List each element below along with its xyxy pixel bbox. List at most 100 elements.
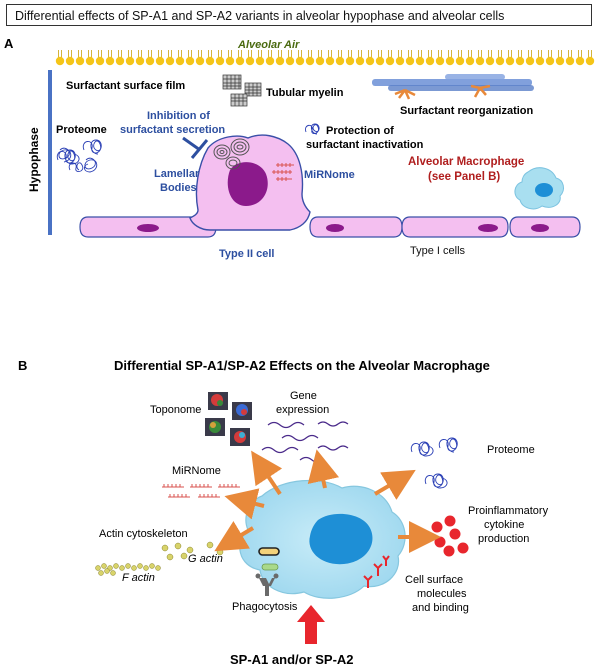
surfactant-lipid-head — [85, 56, 95, 66]
surface-line3: and binding — [412, 602, 469, 614]
surfactant-lipid-head — [405, 56, 415, 66]
mirnome-a-icon — [272, 163, 294, 181]
inhibition-line1: Inhibition of — [147, 110, 210, 122]
surfactant-lipid-head — [125, 56, 135, 66]
surfactant-lipid-head — [575, 56, 585, 66]
surfactant-lipid-head — [215, 56, 225, 66]
surfactant-lipid-head — [565, 56, 575, 66]
mirnome-b-label: MiRNome — [172, 465, 221, 477]
lamellar-bodies-icon — [213, 138, 250, 170]
surfactant-lipid-head — [515, 56, 525, 66]
sp-a-bottom-label: SP-A1 and/or SP-A2 — [230, 652, 354, 667]
surfactant-lipid-head — [245, 56, 255, 66]
alveolar-macrophage-a-icon — [514, 167, 564, 210]
surfactant-lipid-head — [225, 56, 235, 66]
surfactant-lipid-head — [425, 56, 435, 66]
f-actin-label: F actin — [122, 572, 155, 584]
surfactant-lipid-head — [55, 56, 65, 66]
surface-line2: molecules — [417, 588, 467, 600]
surfactant-lipid-head — [255, 56, 265, 66]
surfactant-lipid-head — [135, 56, 145, 66]
surfactant-lipid-head — [495, 56, 505, 66]
surface-line1: Cell surface — [405, 574, 463, 586]
surfactant-lipid-head — [525, 56, 535, 66]
type1-cells-label: Type I cells — [410, 245, 466, 257]
surfactant-lipid-head — [265, 56, 275, 66]
actin-label: Actin cytoskeleton — [99, 528, 188, 540]
tubular-myelin-icon — [222, 74, 262, 107]
surfactant-lipid-head — [295, 56, 305, 66]
alveolar-macrophage-line2: (see Panel B) — [428, 171, 500, 183]
vesicle-icon — [261, 563, 279, 571]
proinflam-line2: cytokine — [484, 519, 524, 531]
hypophase-label: Hypophase — [27, 127, 41, 192]
mirnome-a-label: MiRNome — [304, 169, 355, 181]
surfactant-lipid-head — [115, 56, 125, 66]
inhibition-line2: surfactant secretion — [120, 124, 225, 136]
surfactant-reorganization-label: Surfactant reorganization — [400, 105, 534, 117]
panel-b-heading: Differential SP-A1/SP-A2 Effects on the … — [114, 358, 490, 373]
surfactant-lipid-head — [365, 56, 375, 66]
panel-a-label: A — [4, 36, 14, 51]
surfactant-lipid-head — [305, 56, 315, 66]
surfactant-lipid-head — [285, 56, 295, 66]
surfactant-lipid-head — [175, 56, 185, 66]
inhibition-arrow-icon — [182, 136, 209, 159]
surfactant-lipid-head — [195, 56, 205, 66]
g-actin-label: G actin — [188, 553, 223, 565]
surfactant-lipid-head — [545, 56, 555, 66]
surfactant-lipid-head — [445, 56, 455, 66]
type2-cell-label: Type II cell — [219, 248, 274, 260]
surfactant-lipid-head — [185, 56, 195, 66]
proinflam-line3: production — [478, 533, 529, 545]
toponome-icon — [205, 392, 252, 446]
proteome-a-icon — [56, 139, 102, 173]
surfactant-lipid-head — [155, 56, 165, 66]
tubular-myelin-label: Tubular myelin — [266, 87, 344, 99]
surfactant-lipid-head — [315, 56, 325, 66]
surfactant-film-label: Surfactant surface film — [66, 80, 185, 92]
protection-icon — [305, 123, 320, 135]
toponome-label: Toponome — [150, 404, 201, 416]
surfactant-reorganization-icon — [372, 74, 534, 100]
phagocytosis-icon — [255, 573, 279, 596]
surfactant-lipid-head — [535, 56, 545, 66]
receptor-icon — [363, 555, 390, 588]
surfactant-lipid-head — [235, 56, 245, 66]
gene-line2: expression — [276, 404, 329, 416]
surfactant-lipid-head — [435, 56, 445, 66]
surfactant-lipid-head — [205, 56, 215, 66]
effect-arrows — [214, 449, 441, 553]
surfactant-lipid-head — [395, 56, 405, 66]
surfactant-lipid-head — [465, 56, 475, 66]
mirnome-b-icon — [162, 484, 240, 498]
surfactant-lipid-head — [475, 56, 485, 66]
surfactant-lipid-head — [505, 56, 515, 66]
panel-b-label: B — [18, 358, 27, 373]
gene-expression-icon — [261, 421, 349, 464]
surfactant-lipid-head — [95, 56, 105, 66]
sp-a-input-arrow — [297, 605, 325, 644]
type2-cell — [189, 134, 311, 231]
proteome-a-label: Proteome — [56, 124, 107, 136]
surfactant-lipid-head — [485, 56, 495, 66]
cytokine-icon — [431, 515, 469, 557]
surfactant-lipid-head — [355, 56, 365, 66]
proteome-b-label: Proteome — [487, 444, 535, 456]
surfactant-lipid-head — [275, 56, 285, 66]
surfactant-lipid-head — [75, 56, 85, 66]
surfactant-lipid-head — [165, 56, 175, 66]
hypophase-bar — [48, 70, 52, 235]
surfactant-film-tails — [58, 50, 592, 58]
surfactant-lipid-head — [145, 56, 155, 66]
protection-line2: surfactant inactivation — [306, 139, 424, 151]
surfactant-lipid-head — [65, 56, 75, 66]
lamellar-line2: Bodies — [160, 182, 197, 194]
alveolar-macrophage-line1: Alveolar Macrophage — [408, 156, 524, 168]
proinflam-line1: Proinflammatory — [468, 505, 549, 517]
gene-line1: Gene — [290, 390, 317, 402]
surfactant-lipid-head — [455, 56, 465, 66]
surfactant-lipid-head — [385, 56, 395, 66]
surfactant-lipid-head — [375, 56, 385, 66]
